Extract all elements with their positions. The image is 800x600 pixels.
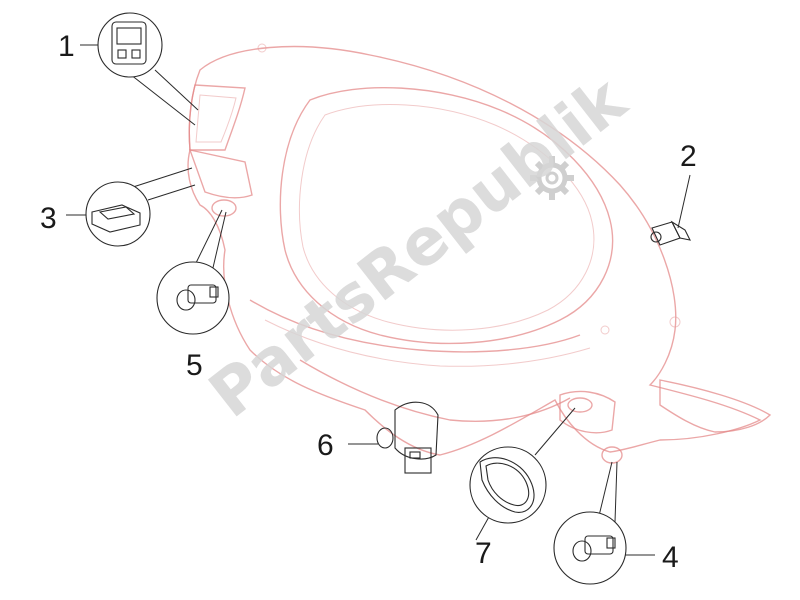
callout-3: 3: [40, 202, 57, 235]
callout-7: 7: [475, 537, 492, 570]
callout-6: 6: [317, 429, 334, 462]
part-2-bulb: [650, 174, 691, 246]
callout-4: 4: [662, 541, 679, 574]
part-5-push-button-left: [156, 209, 230, 335]
watermark: PartsRepublik: [196, 63, 641, 433]
callout-1: 1: [58, 30, 75, 63]
callout-5: 5: [186, 349, 203, 382]
callout-2: 2: [680, 140, 697, 173]
part-7-lens-cover: [469, 407, 576, 541]
part-1-display-switch: [80, 12, 199, 126]
part-6-ignition-switch: [348, 401, 439, 474]
part-3-rocker-switch: [66, 167, 196, 247]
watermark-text: PartsRepublik: [196, 63, 641, 433]
gear-icon: [530, 156, 574, 200]
part-4-push-button-right: [553, 461, 655, 585]
